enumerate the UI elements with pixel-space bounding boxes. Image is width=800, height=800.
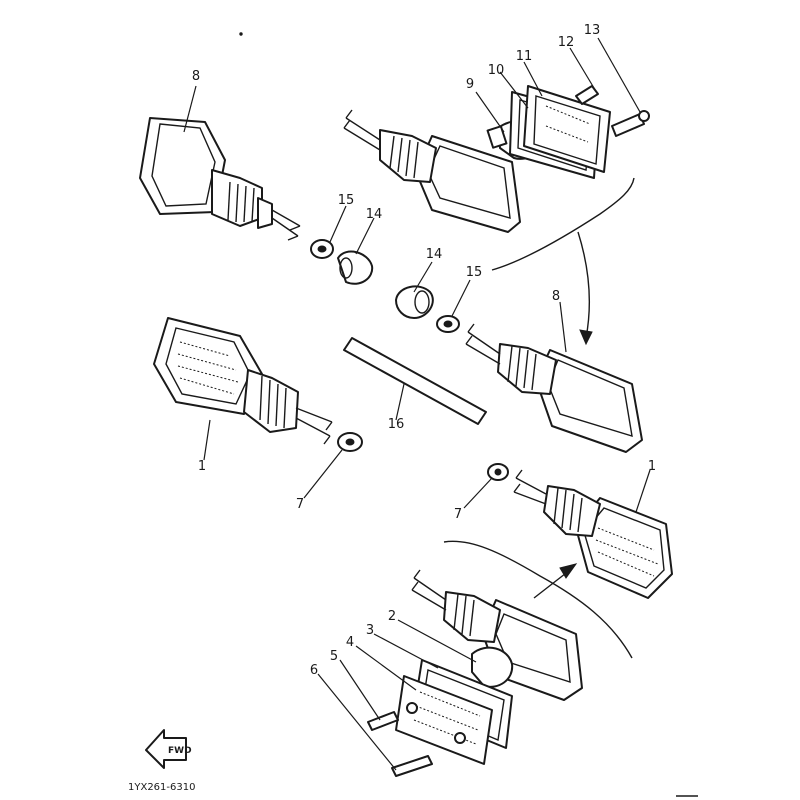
callout-14-middle: 14 [426, 247, 443, 262]
callout-4: 4 [346, 635, 354, 650]
callout-7-left: 7 [296, 497, 304, 512]
callout-8-top-left: 8 [192, 69, 200, 84]
callout-8-middle-right: 8 [552, 289, 560, 304]
socket-middle [395, 285, 434, 319]
screw-long [391, 755, 433, 777]
callout-9: 9 [466, 77, 474, 92]
flasher-lens-middle-left [153, 317, 333, 445]
lens-bottom [395, 675, 493, 765]
grommet-left [337, 432, 363, 452]
flasher-housing-middle-right [465, 323, 643, 453]
callout-13: 13 [584, 23, 601, 38]
callout-14-upper: 14 [366, 207, 383, 222]
callout-12: 12 [558, 35, 575, 50]
callout-10: 10 [488, 63, 505, 78]
drawing-code: 1YX261-6310 [128, 782, 195, 793]
callout-1-right: 1 [648, 459, 656, 474]
rubber-strip [343, 337, 487, 425]
assembly-bracket-upper [491, 177, 635, 346]
grommet-right [487, 463, 509, 481]
callout-7-right: 7 [454, 507, 462, 522]
grommet-middle [436, 315, 460, 333]
callout-11: 11 [516, 49, 533, 64]
callout-2: 2 [388, 609, 396, 624]
callout-5: 5 [330, 649, 338, 664]
fwd-arrow-icon: FWD [145, 729, 192, 769]
flasher-housing-top-right [343, 85, 650, 233]
flasher-housing-top-left [139, 117, 301, 241]
callout-1-left: 1 [198, 459, 206, 474]
callouts: 8 9 10 11 12 13 15 14 14 15 8 16 1 7 1 7… [192, 23, 656, 678]
flasher-lens-right [513, 469, 673, 599]
bulb-bottom [471, 646, 514, 688]
callout-3: 3 [366, 623, 374, 638]
fwd-label: FWD [168, 746, 192, 756]
screw-short [367, 711, 399, 731]
grommet-upper [310, 239, 334, 259]
callout-16: 16 [388, 417, 405, 432]
callout-6: 6 [310, 663, 318, 678]
stray-dot [239, 32, 243, 36]
callout-15-upper: 15 [338, 193, 355, 208]
assembly-bracket-lower [443, 540, 633, 659]
callout-15-middle: 15 [466, 265, 483, 280]
leader-lines [183, 37, 651, 771]
socket-upper [337, 250, 374, 285]
